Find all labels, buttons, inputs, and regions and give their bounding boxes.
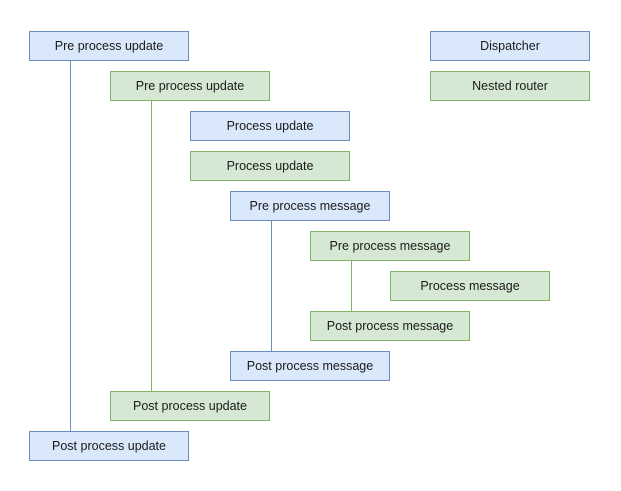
connector-line-nested-router-outer (151, 101, 152, 391)
legend-item-dispatcher[interactable]: Dispatcher (430, 31, 590, 61)
node-pre-process-message-nested-router[interactable]: Pre process message (310, 231, 470, 261)
connector-line-dispatcher-inner (271, 221, 272, 351)
node-process-message-nested-router[interactable]: Process message (390, 271, 550, 301)
node-post-process-update-dispatcher[interactable]: Post process update (29, 431, 189, 461)
node-post-process-message-dispatcher[interactable]: Post process message (230, 351, 390, 381)
node-process-update-nested-router[interactable]: Process update (190, 151, 350, 181)
legend-item-nested-router[interactable]: Nested router (430, 71, 590, 101)
node-post-process-message-nested-router[interactable]: Post process message (310, 311, 470, 341)
node-process-update-dispatcher[interactable]: Process update (190, 111, 350, 141)
node-pre-process-update-dispatcher[interactable]: Pre process update (29, 31, 189, 61)
connector-line-dispatcher-outer (70, 61, 71, 431)
node-pre-process-message-dispatcher[interactable]: Pre process message (230, 191, 390, 221)
connector-line-nested-router-inner (351, 261, 352, 311)
node-pre-process-update-nested-router[interactable]: Pre process update (110, 71, 270, 101)
node-post-process-update-nested-router[interactable]: Post process update (110, 391, 270, 421)
